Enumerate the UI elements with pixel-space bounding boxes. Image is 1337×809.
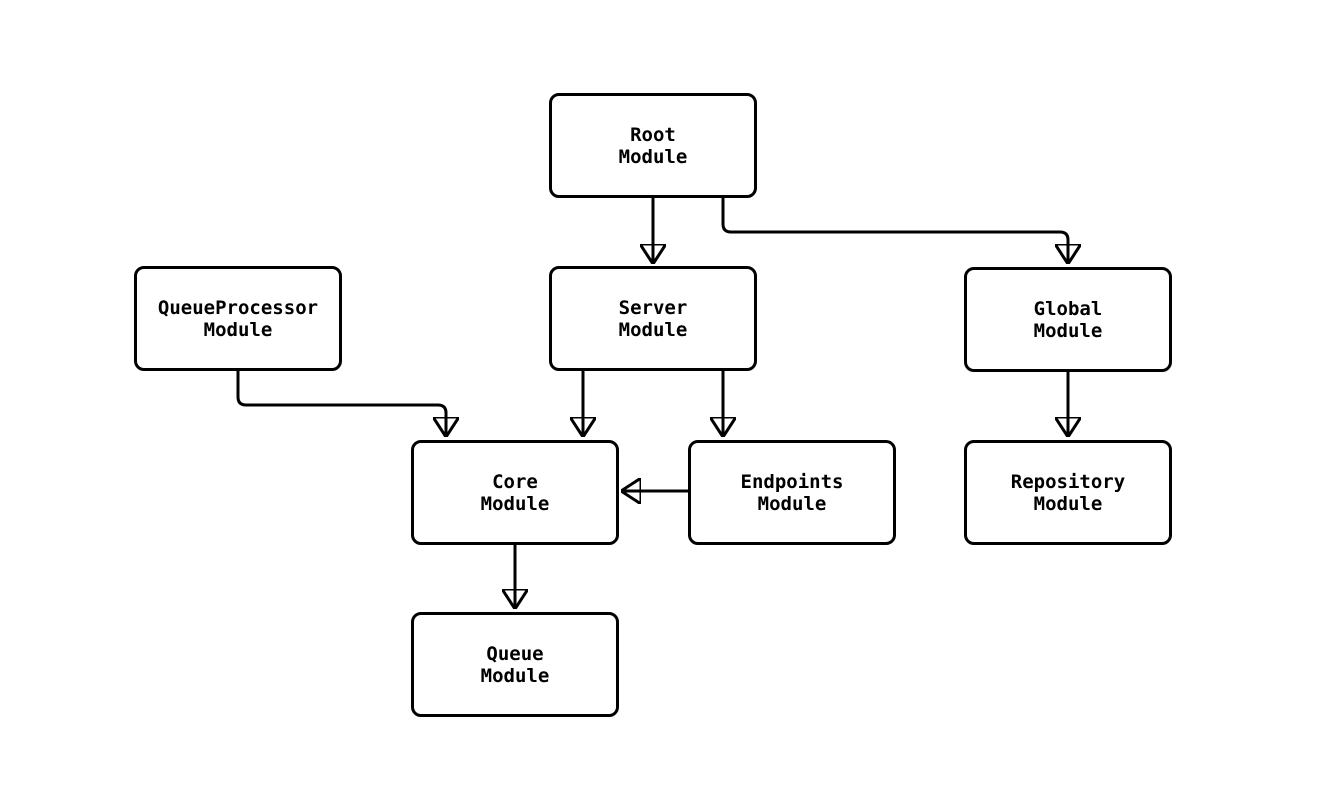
node-endpoints-module-label: Endpoints Module <box>740 470 844 515</box>
edge-root-to-global <box>721 197 1068 263</box>
edge-queueprocessor-to-core <box>236 370 446 436</box>
node-core-module: Core Module <box>411 440 619 545</box>
node-repository-module-label: Repository Module <box>1010 470 1126 515</box>
node-endpoints-module: Endpoints Module <box>688 440 896 545</box>
node-root-module-label: Root Module <box>618 123 688 168</box>
node-queue-module-label: Queue Module <box>480 642 550 687</box>
node-core-module-label: Core Module <box>480 470 550 515</box>
node-global-module: Global Module <box>964 267 1172 372</box>
node-queue-module: Queue Module <box>411 612 619 717</box>
node-queue-processor-module: QueueProcessor Module <box>134 266 342 371</box>
node-root-module: Root Module <box>549 93 757 198</box>
node-repository-module: Repository Module <box>964 440 1172 545</box>
node-global-module-label: Global Module <box>1033 297 1103 342</box>
node-server-module: Server Module <box>549 266 757 371</box>
node-queue-processor-module-label: QueueProcessor Module <box>157 296 319 341</box>
node-server-module-label: Server Module <box>618 296 688 341</box>
